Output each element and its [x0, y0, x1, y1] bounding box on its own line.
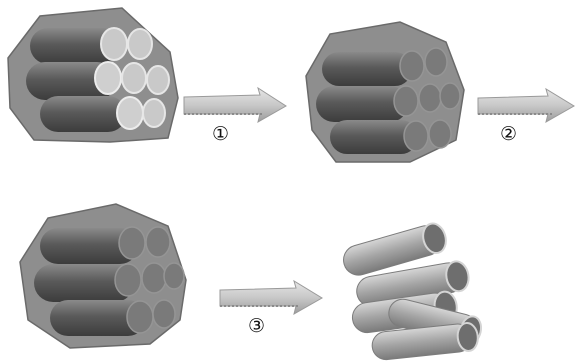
rod-end [142, 263, 166, 293]
rod-end [127, 301, 153, 333]
step-1-label: ① [212, 123, 229, 145]
rod-end [394, 86, 418, 116]
bundle-step-1 [306, 22, 464, 162]
rod-end [404, 121, 428, 151]
rod-end [153, 300, 175, 328]
rod-end [429, 120, 451, 148]
rod-end [128, 29, 152, 59]
rod-end [440, 83, 460, 109]
arrow-step-3: ③ [220, 281, 322, 337]
step-3-label: ③ [248, 315, 265, 337]
rod-end [400, 51, 424, 81]
rod-body [40, 96, 126, 132]
rod-end [419, 84, 441, 112]
rod-end [122, 63, 146, 93]
rod-end [95, 62, 121, 94]
rod-end [146, 227, 170, 257]
rod-end [117, 97, 143, 129]
rod-end [164, 263, 184, 289]
rod-body [322, 52, 412, 86]
bundle-step-2 [20, 204, 186, 348]
step-2-label: ② [500, 123, 517, 145]
loose-rods [340, 221, 484, 361]
rod-end [115, 264, 141, 296]
arrow-step-1: ① [184, 88, 286, 145]
bundle-initial [8, 8, 178, 142]
rod-end [143, 99, 165, 127]
rod-end [119, 227, 145, 259]
arrow-step-2: ② [478, 89, 574, 145]
rod-end [425, 48, 447, 76]
rod-end [147, 66, 169, 94]
rod-end [101, 28, 127, 60]
